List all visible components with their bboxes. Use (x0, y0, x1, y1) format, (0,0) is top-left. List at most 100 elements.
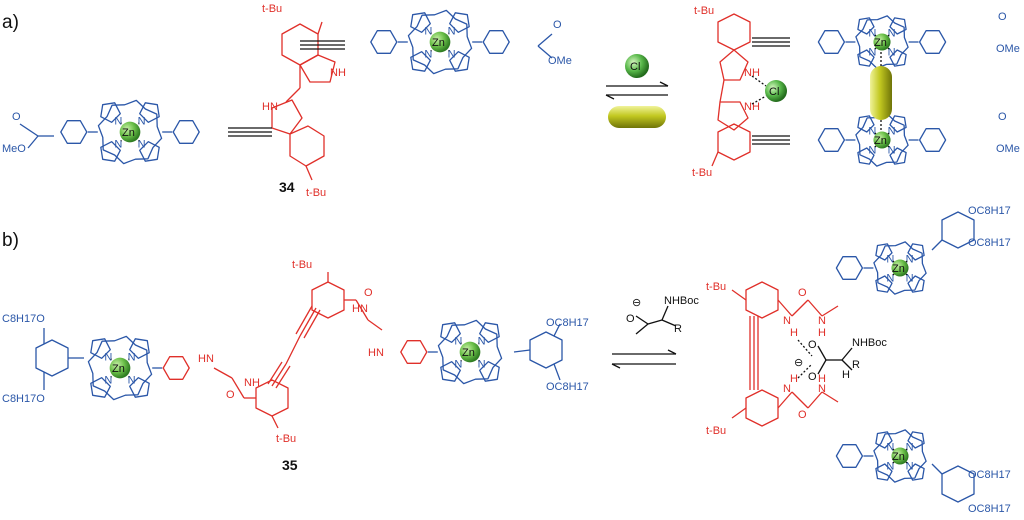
label-n-pyrrole: N (478, 335, 486, 347)
label-zn: Zn (122, 127, 135, 139)
label-cl-reagent: Cl (630, 61, 640, 73)
label-o-35-a: O (364, 287, 373, 299)
label-o-35-b: O (226, 389, 235, 401)
label-n-pyrrole: N (888, 125, 896, 137)
label-n-prodb-4: N (818, 383, 826, 395)
label-ome-prod-top: OMe (996, 43, 1020, 55)
label-n-pyrrole: N (128, 375, 136, 387)
label-n-prodb-2: N (818, 315, 826, 327)
label-n-pyrrole: N (906, 253, 914, 265)
label-neg-reagent: ⊖ (632, 297, 641, 309)
label-n-pyrrole: N (886, 273, 894, 285)
label-oc8-prodb-4: OC8H17 (968, 503, 1011, 515)
label-hn-34: HN (262, 101, 278, 113)
label-n-pyrrole: N (886, 253, 894, 265)
zinc-atom (459, 341, 481, 363)
panel-label-a: a) (2, 12, 19, 33)
label-hn-35-b: HN (368, 347, 384, 359)
label-tbu-prod-bottom: t-Bu (692, 167, 712, 179)
label-n-pyrrole: N (886, 441, 894, 453)
zinc-atom (119, 121, 141, 143)
label-n-pyrrole: N (888, 145, 896, 157)
label-n-pyrrole: N (906, 273, 914, 285)
label-zn: Zn (892, 263, 905, 275)
label-n-pyrrole: N (138, 115, 146, 127)
alkyne-34 (228, 40, 345, 137)
label-r-reagent: R (674, 323, 682, 335)
aryl-prodb-bottom (931, 463, 975, 503)
zinc-atom (429, 31, 451, 53)
label-n-pyrrole: N (104, 351, 112, 363)
aryl-right-b (513, 323, 563, 381)
label-o-prod-top: O (998, 11, 1007, 23)
label-h-prodb-4: H (818, 373, 826, 385)
label-n-pyrrole: N (448, 25, 456, 37)
label-ome-top: OMe (548, 55, 572, 67)
label-n-pyrrole: N (478, 359, 486, 371)
label-nh-prod-1: NH (744, 67, 760, 79)
label-cl-bound: Cl (769, 86, 779, 98)
compound-number-34: 34 (279, 179, 295, 195)
label-neg-bound: ⊖ (794, 357, 803, 369)
label-n-pyrrole: N (454, 359, 462, 371)
label-nh-prod-2: NH (744, 101, 760, 113)
label-nh-34: NH (330, 67, 346, 79)
label-tbu-35-bottom: t-Bu (276, 433, 296, 445)
equilibrium-arrows-b (611, 349, 677, 369)
zinc-atom (891, 447, 909, 465)
alkyne-product-a (752, 37, 790, 145)
label-n-pyrrole: N (138, 139, 146, 151)
label-tbu-35-top: t-Bu (292, 259, 312, 271)
zinc-atom (873, 131, 891, 149)
label-o-top: O (553, 19, 562, 31)
label-n-pyrrole: N (868, 125, 876, 137)
label-zn: Zn (432, 37, 445, 49)
label-tbu-prodb-top: t-Bu (706, 281, 726, 293)
label-n-pyrrole: N (906, 441, 914, 453)
label-n-pyrrole: N (888, 27, 896, 39)
label-n-pyrrole: N (424, 49, 432, 61)
label-n-pyrrole: N (114, 115, 122, 127)
guest-pill-reagent (608, 106, 666, 128)
label-n-pyrrole: N (104, 375, 112, 387)
label-h-prodb-3: H (790, 373, 798, 385)
zinc-atom (109, 357, 131, 379)
label-o-prod-bottom: O (998, 111, 1007, 123)
amino-acid-reagent (635, 305, 677, 335)
label-n-pyrrole: N (868, 145, 876, 157)
label-nh-35-d: NH (244, 377, 260, 389)
label-oc8-right-2: OC8H17 (546, 381, 589, 393)
label-n-pyrrole: N (868, 27, 876, 39)
linker-product-a (711, 13, 751, 167)
label-n-pyrrole: N (906, 461, 914, 473)
label-ome-prod-bottom: OMe (996, 143, 1020, 155)
zinc-atom (891, 259, 909, 277)
linker-35 (213, 272, 383, 429)
label-tbu-prodb-bottom: t-Bu (706, 425, 726, 437)
label-n-pyrrole: N (128, 351, 136, 363)
label-hn-35-a: HN (352, 303, 368, 315)
zinc-atom (873, 33, 891, 51)
linker-product-b (731, 281, 839, 427)
label-o-bound-2: O (808, 371, 817, 383)
guest-pill-bound (870, 66, 892, 120)
label-o-left: O (12, 111, 21, 123)
label-meo-left: MeO (2, 143, 26, 155)
label-nhboc-reagent: NHBoc (664, 295, 699, 307)
label-hn-35-c: HN (198, 353, 214, 365)
label-n-pyrrole: N (888, 47, 896, 59)
label-nhboc-bound: NHBoc (852, 337, 887, 349)
label-o-reagent: O (626, 313, 635, 325)
label-c8o-left-2: C8H17O (2, 393, 45, 405)
panel-label-b: b) (2, 230, 19, 251)
ester-top (537, 33, 553, 59)
label-zn: Zn (892, 451, 905, 463)
aryl-left-b (35, 328, 84, 390)
